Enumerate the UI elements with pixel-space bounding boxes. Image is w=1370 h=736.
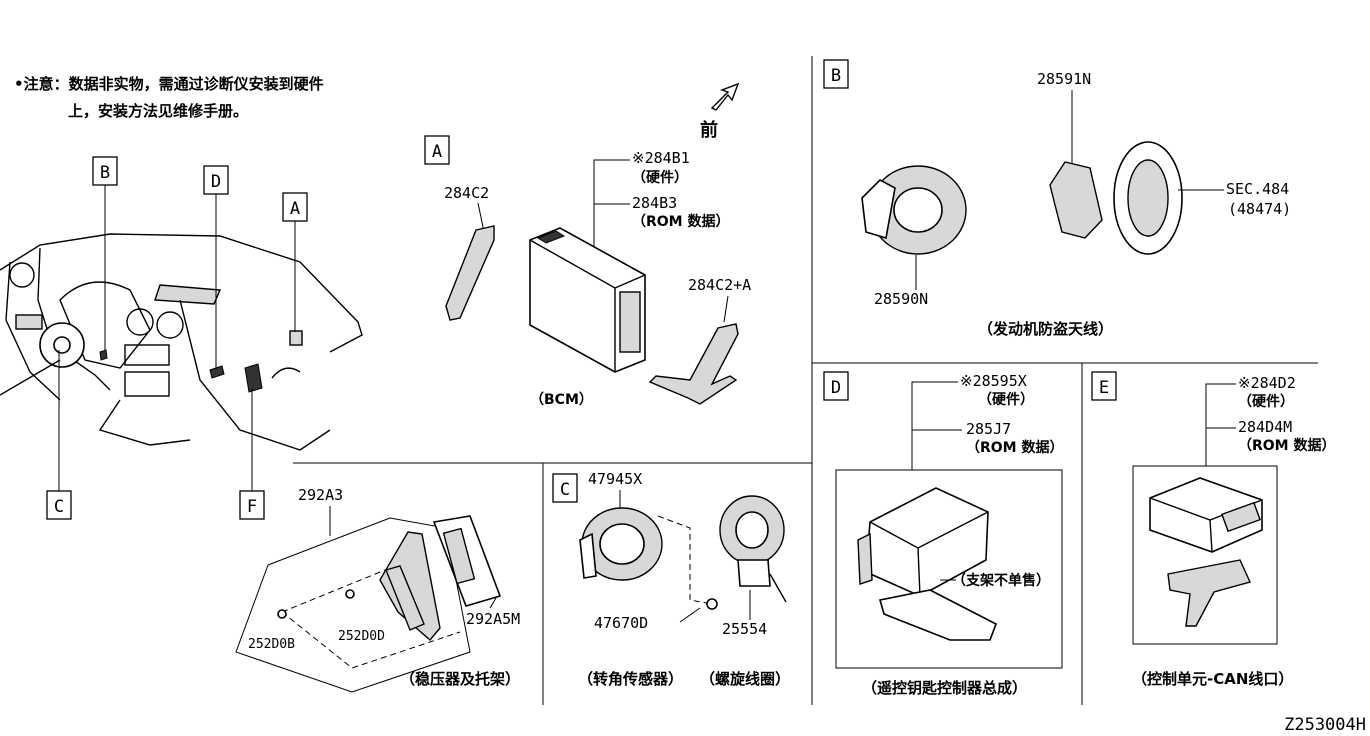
section-c-letter: C [560, 480, 570, 500]
keyless-hw-label: （硬件） [978, 391, 1034, 408]
section-e-letter: E [1099, 378, 1109, 398]
screw-d-label: 252D0D [338, 629, 385, 644]
antenna-cover-icon [1049, 161, 1103, 239]
keyless-module-icon [857, 487, 997, 641]
spiral-cable-icon [719, 495, 787, 603]
bracket-right-icon [648, 323, 739, 405]
can-rom-label: （ROM 数据） [1238, 437, 1336, 454]
keyless-caption: （遥控钥匙控制器总成） [862, 679, 1027, 697]
section-a-box [424, 135, 450, 165]
can-rom-part: 284D4M [1238, 418, 1292, 436]
screw-b-icon [277, 609, 287, 619]
overview-letters: B D A C F [46, 156, 308, 520]
can-module-icon [1149, 477, 1263, 627]
section-c-box [552, 473, 578, 503]
overview-box-d [203, 165, 229, 195]
dashboard-overview [0, 185, 363, 491]
spiral-label: 25554 [722, 620, 767, 638]
keyless-frame [835, 469, 1063, 669]
bracket-left-icon [445, 225, 495, 321]
section-c: C 47945X 47670D 25554 （转角传感器） （螺旋线圈） [552, 470, 790, 688]
steering-angle-sensor-icon [579, 507, 663, 581]
overview-letter-b: B [100, 163, 110, 183]
section-d-box [823, 371, 849, 401]
front-label: 前 [700, 119, 718, 141]
sensor-caption: （转角传感器） [578, 670, 683, 688]
section-b-box [823, 59, 849, 89]
note-line-2: 上，安装方法见维修手册。 [68, 102, 248, 120]
overview-letter-a: A [290, 199, 300, 219]
overview-letter-c: C [54, 497, 64, 517]
section-e-box [1091, 371, 1117, 401]
can-hw-label: （硬件） [1238, 393, 1294, 410]
overview-box-a [282, 192, 308, 222]
overview-letter-f: F [247, 497, 257, 517]
bcm-hw-part: ※284B1 [632, 149, 690, 167]
antenna-ring-icon [861, 165, 967, 255]
sec-ref-label: SEC.484 [1226, 180, 1289, 198]
panel-dividers [293, 56, 1318, 705]
keyless-callout: （支架不单售） [952, 572, 1050, 589]
screw-d-icon [345, 589, 355, 599]
overview-box-c [46, 490, 72, 520]
bracket-left-label: 284C2 [444, 184, 489, 202]
regulator-bracket-icon [379, 531, 441, 641]
sensor-screw-label: 47670D [594, 614, 648, 632]
sensor-screw-icon [706, 598, 718, 610]
spiral-caption: （螺旋线圈） [700, 670, 790, 688]
keyless-rom-part: 285J7 [966, 420, 1011, 438]
bracket-right-label: 284C2+A [688, 276, 751, 294]
bcm-caption: （BCM） [530, 392, 593, 408]
steering-sensor-label: 47945X [588, 470, 642, 488]
section-e: E ※284D2 （硬件） 284D4M （ROM 数据） （控制单元-CAN线… [1091, 371, 1336, 688]
bcm-hw-label: （硬件） [632, 169, 688, 186]
regulator-part-m-label: 292A5M [466, 610, 520, 628]
section-a: A 前 284C2 ※284B1 （硬件） 284B3 （ROM 数据） （BC… [424, 82, 751, 408]
regulator-caption: （稳压器及托架） [400, 670, 520, 688]
keyless-hw-part: ※28595X [960, 372, 1027, 390]
note-line-1: •注意：数据非实物，需通过诊断仪安装到硬件 [14, 75, 324, 93]
section-b: B 28591N 28590N SEC.484 (48474) （发动机防盗天线… [823, 59, 1291, 338]
section-d: D ※28595X （硬件） 285J7 （ROM 数据） （支架不单售） （遥… [823, 371, 1064, 697]
steering-column-cover-icon [1113, 141, 1183, 255]
antenna-label: 28590N [874, 290, 928, 308]
can-frame [1132, 465, 1278, 645]
overview-letter-d: D [211, 172, 221, 192]
overview-box-f [239, 490, 265, 520]
can-caption: （控制单元-CAN线口） [1132, 670, 1293, 688]
section-d-letter: D [831, 378, 841, 398]
can-hw-part: ※284D2 [1238, 374, 1296, 392]
section-regulator: 292A3 252D0B 252D0D 292A5M （稳压器及托架） [235, 486, 520, 693]
section-b-letter: B [831, 66, 841, 86]
overview-box-b [92, 156, 118, 186]
antenna-cover-label: 28591N [1037, 70, 1091, 88]
section-a-letter: A [432, 142, 442, 162]
sec-sub-label: (48474) [1228, 200, 1291, 218]
bcm-rom-part: 284B3 [632, 194, 677, 212]
regulator-module-icon [432, 515, 502, 607]
section-b-caption: （发动机防盗天线） [978, 320, 1113, 338]
diagram-id: Z253004H [1284, 715, 1366, 735]
bcm-rom-label: （ROM 数据） [632, 213, 730, 230]
bcm-module-icon [529, 227, 646, 373]
front-arrow-icon [710, 82, 740, 111]
screw-b-label: 252D0B [248, 637, 295, 652]
keyless-rom-label: （ROM 数据） [966, 439, 1064, 456]
regulator-assembly-label: 292A3 [298, 486, 343, 504]
